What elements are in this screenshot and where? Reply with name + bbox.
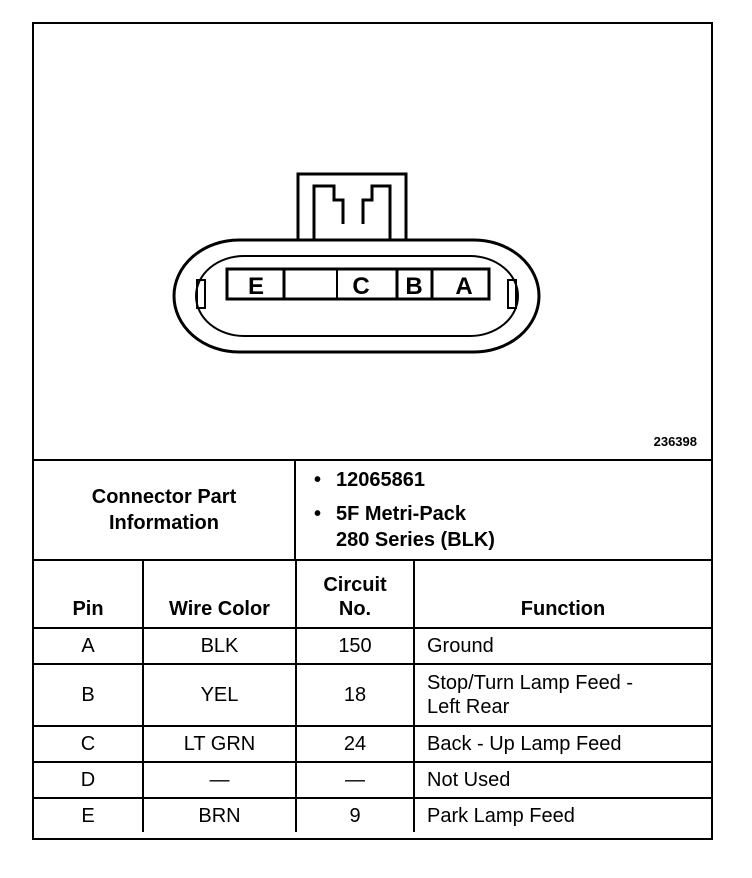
cell-circuit: 24 <box>295 725 415 763</box>
cavity-label-e: E <box>248 273 264 300</box>
cell-pin: A <box>34 627 144 665</box>
info-label-cell: Connector Part Information <box>34 461 296 559</box>
cell-wire-color: YEL <box>142 663 297 727</box>
function-line1: Stop/Turn Lamp Feed - <box>427 672 634 694</box>
cell-circuit: 9 <box>295 797 415 832</box>
connector-type-line2: 280 Series (BLK) <box>336 529 495 551</box>
connector-part-info: Connector Part Information • 12065861 • … <box>34 459 711 561</box>
bullet-icon: • <box>314 503 322 525</box>
part-number: 12065861 <box>336 469 425 491</box>
info-values: • 12065861 • 5F Metri-Pack 280 Series (B… <box>296 461 711 559</box>
cell-function: Not Used <box>413 761 711 799</box>
table-row: A BLK 150 Ground <box>34 627 711 665</box>
cell-wire-color: BRN <box>142 797 297 832</box>
cell-wire-color: BLK <box>142 627 297 665</box>
connector-type-line1: 5F Metri-Pack <box>336 503 467 525</box>
cell-function: Back - Up Lamp Feed <box>413 725 711 763</box>
pin-table: Pin Wire Color Circuit No. Function A BL… <box>34 561 711 832</box>
cavity-label-a: A <box>455 273 472 300</box>
function-line1: Not Used <box>427 769 511 791</box>
table-row: D — — Not Used <box>34 761 711 799</box>
connector-type-item: • 5F Metri-Pack 280 Series (BLK) <box>314 501 495 553</box>
cell-circuit: 150 <box>295 627 415 665</box>
cell-pin: D <box>34 761 144 799</box>
cell-circuit: — <box>295 761 415 799</box>
table-row: E BRN 9 Park Lamp Feed <box>34 797 711 832</box>
function-line2: Left Rear <box>427 696 510 718</box>
cell-function: Ground <box>413 627 711 665</box>
header-circuit-no: Circuit No. <box>295 561 415 629</box>
header-wire-color: Wire Color <box>142 561 297 629</box>
header-function: Function <box>413 561 711 629</box>
connector-diagram: E C B A <box>172 172 541 354</box>
part-number-item: • 12065861 <box>314 467 425 493</box>
figure-id: 236398 <box>653 434 697 449</box>
connector-lock-latch <box>312 184 345 240</box>
header-circuit-line1: Circuit <box>323 574 387 596</box>
cell-wire-color: — <box>142 761 297 799</box>
table-row: B YEL 18 Stop/Turn Lamp Feed - Left Rear <box>34 663 711 727</box>
info-label: Connector Part Information <box>91 486 237 534</box>
function-line1: Ground <box>427 635 494 657</box>
bullet-icon: • <box>314 469 322 491</box>
connector-body <box>172 238 541 354</box>
cell-pin: C <box>34 725 144 763</box>
cell-wire-color: LT GRN <box>142 725 297 763</box>
function-line1: Park Lamp Feed <box>427 804 575 827</box>
cell-function: Park Lamp Feed <box>413 797 711 832</box>
table-header-row: Pin Wire Color Circuit No. Function <box>34 561 711 629</box>
cell-circuit: 18 <box>295 663 415 727</box>
cell-pin: E <box>34 797 144 832</box>
cell-function: Stop/Turn Lamp Feed - Left Rear <box>413 663 711 727</box>
cavity-strip <box>225 267 491 301</box>
table-row: C LT GRN 24 Back - Up Lamp Feed <box>34 725 711 763</box>
connector-sheet: E C B A 236398 Connector Part Informatio… <box>32 22 713 840</box>
connector-inner-body <box>195 255 519 337</box>
cell-pin: B <box>34 663 144 727</box>
cavity-label-b: B <box>405 273 422 300</box>
header-circuit-line2: No. <box>338 598 372 620</box>
cavity-label-c: C <box>352 273 369 300</box>
header-pin: Pin <box>34 561 144 629</box>
function-line1: Back - Up Lamp Feed <box>427 733 622 755</box>
